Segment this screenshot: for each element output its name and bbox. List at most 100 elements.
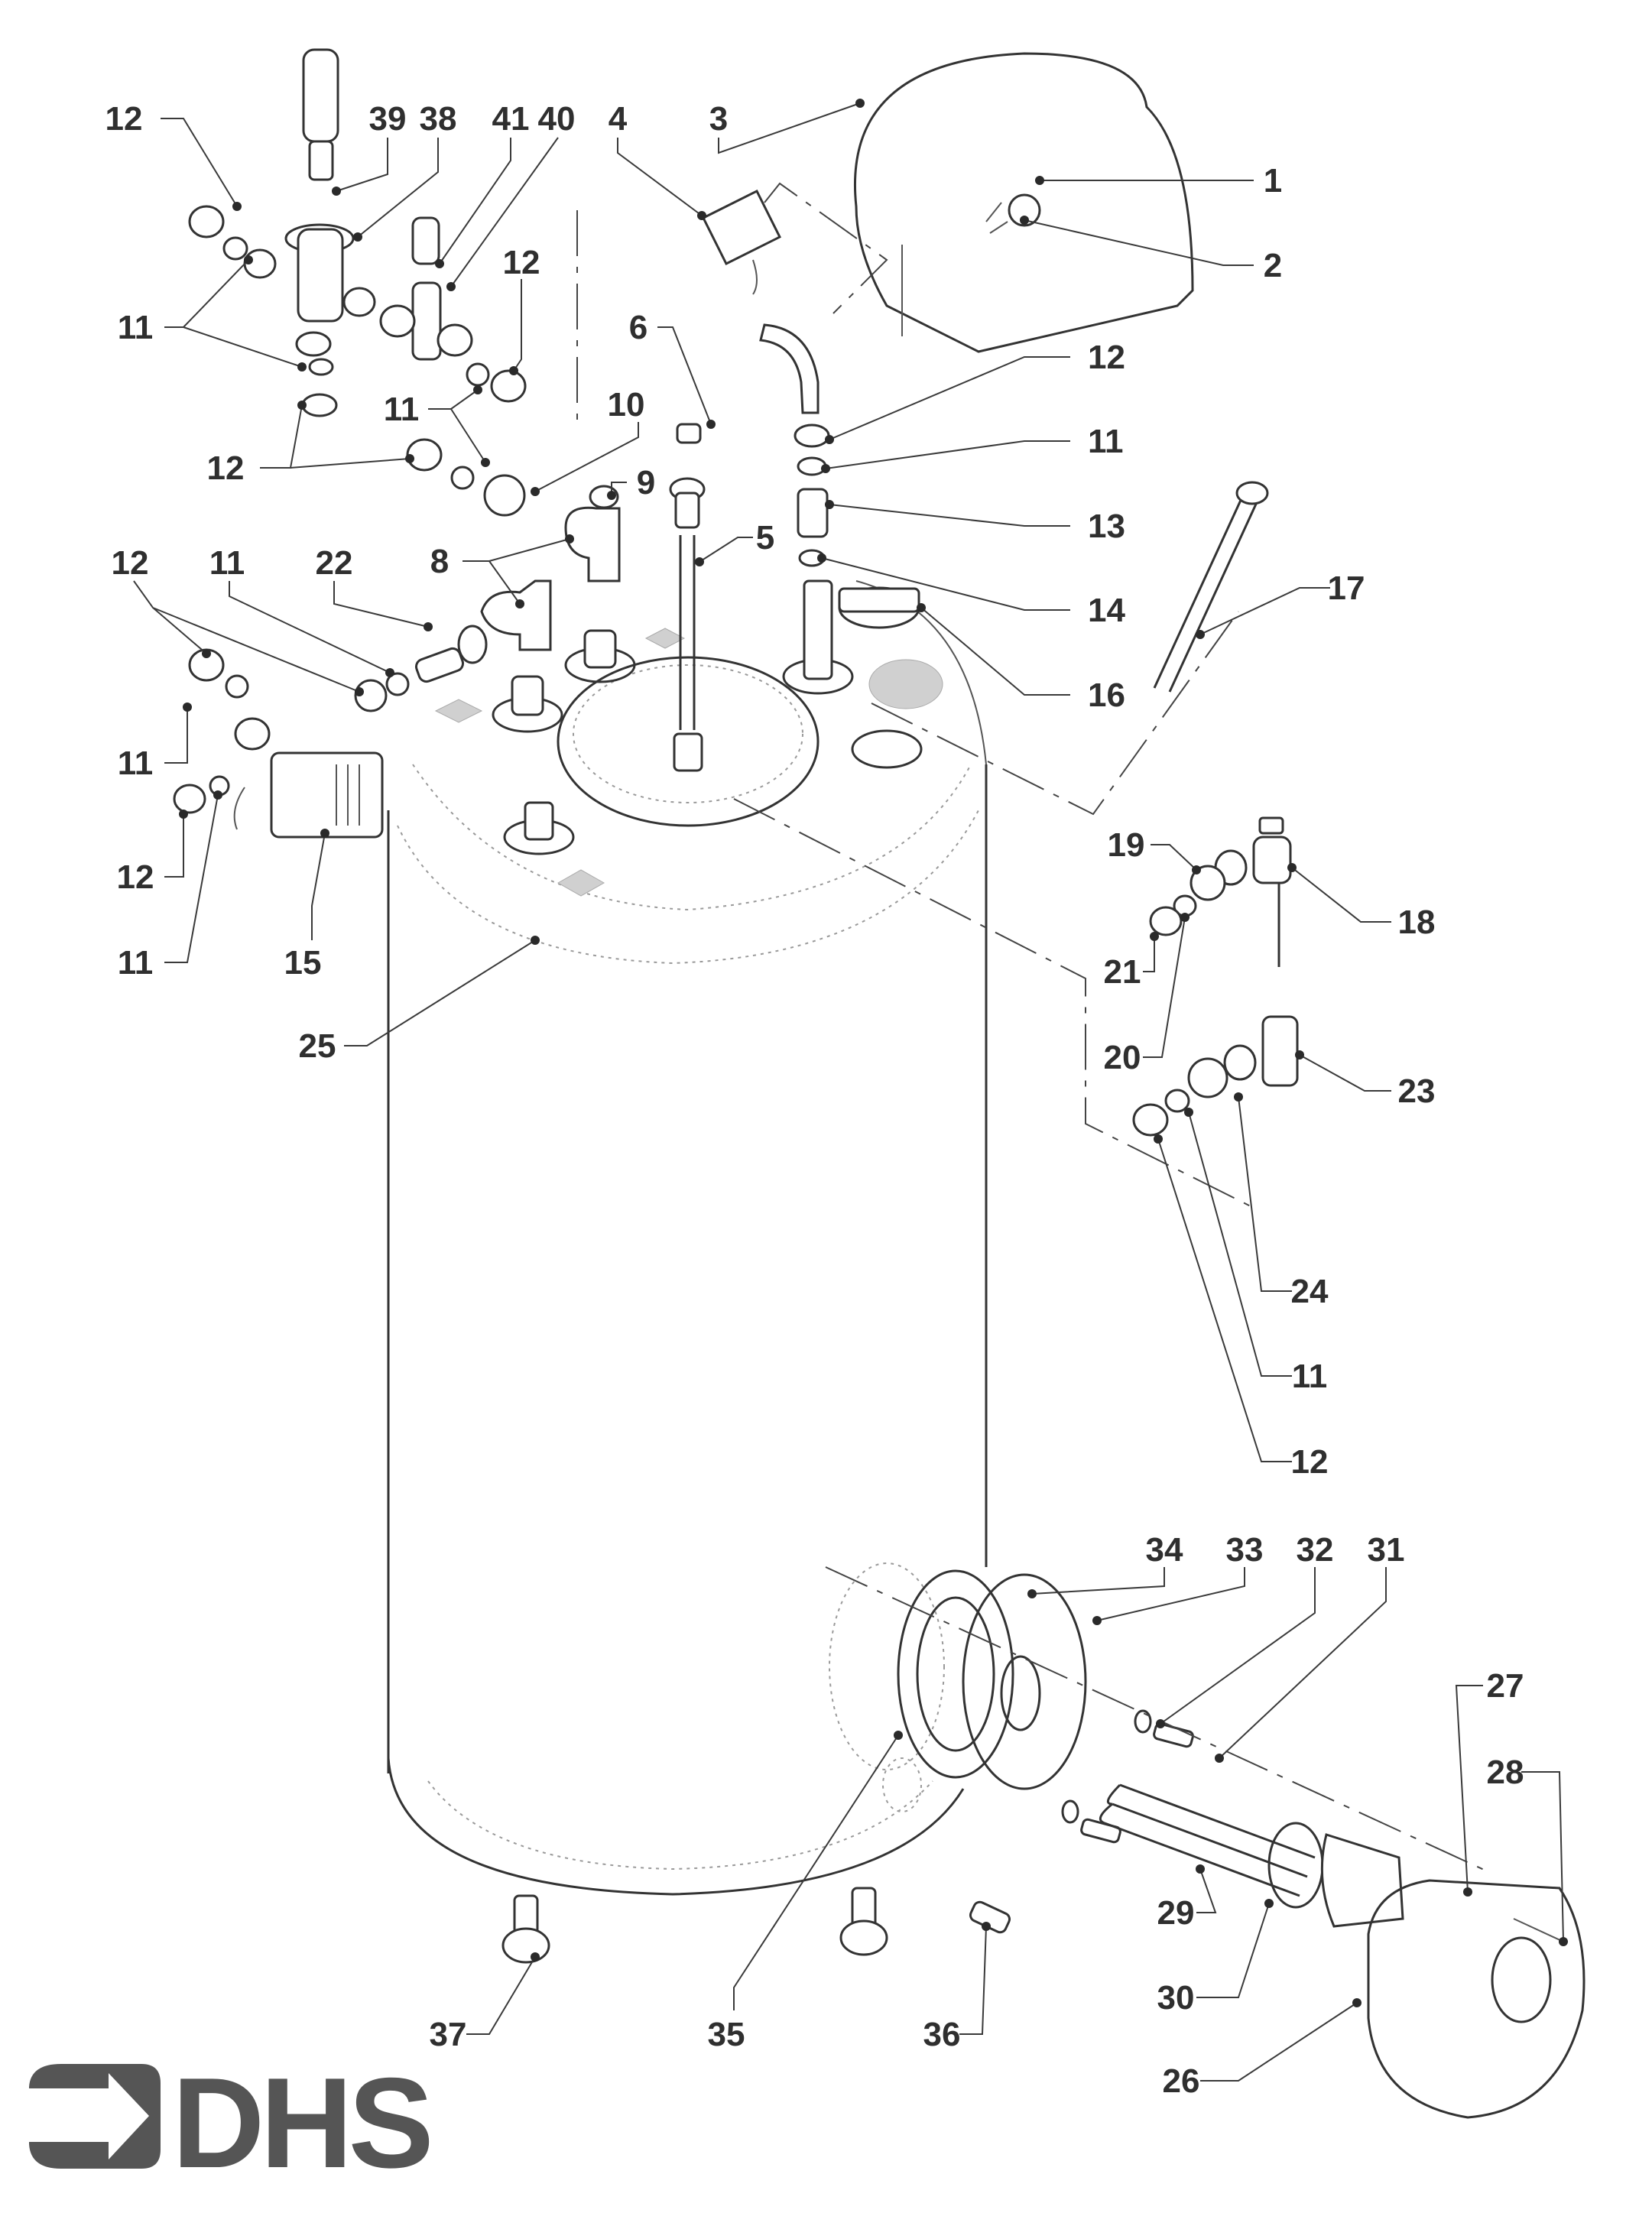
part-label: 12 [1088,339,1125,376]
anode-rod [1153,481,1269,693]
washer [1134,1709,1152,1734]
thermostat [701,189,782,295]
element-head [1320,1833,1404,1928]
nipple [483,474,526,517]
flange-plate [962,1573,1087,1790]
compression-nut [490,369,527,403]
part-label: 3 [709,100,728,138]
part-label: 11 [118,745,154,782]
part-label: 11 [118,944,154,982]
marking-diamond [434,699,483,723]
immersion-element [1099,1783,1316,1897]
arrow-bracket-icon [29,2064,161,2169]
assembly-axis [764,182,888,314]
part-label: 12 [207,449,245,487]
elbow-fitting [564,506,621,582]
part-label: 41 [492,100,530,138]
part-label: 22 [316,544,353,582]
tee-fitting [1223,1015,1299,1087]
part-label: 29 [1157,1894,1195,1932]
socket [564,629,636,683]
nut [1149,906,1183,936]
compression-nut [173,784,206,814]
assembly-axis [733,798,1254,1209]
part-label: 1 [1264,162,1282,200]
foot [501,1894,550,1964]
flange-ring [829,1562,945,1770]
connector [414,625,488,683]
socket [851,729,923,769]
compression-nut [1132,1103,1169,1137]
cylinder-body [387,579,988,1964]
olive [466,362,490,387]
part-label: 38 [420,100,457,138]
part-label: 13 [1088,508,1125,545]
cover-screw [1513,1918,1564,1942]
socket [492,675,563,733]
element-cover [1367,1879,1585,2119]
part-label: 23 [1398,1072,1436,1110]
dip-tube [669,477,706,730]
part-label: 24 [1291,1273,1329,1310]
temperature-pressure-relief-valve [1214,816,1292,967]
motorised-valve [233,717,384,839]
compression-nut [406,438,443,472]
olive [222,236,248,261]
part-label: 27 [1487,1667,1524,1705]
part-label: 33 [1226,1531,1264,1569]
compression-nut [301,393,338,417]
leader-lines [133,99,1568,2082]
dhs-logo-text: DHS [172,2051,430,2195]
part-label: 39 [369,100,407,138]
part-label: 14 [1088,592,1125,629]
compression-nut [188,205,225,238]
part-label: 16 [1088,677,1125,714]
marking-diamond [557,869,605,897]
gasket [897,1569,1014,1779]
part-label: 12 [117,858,154,896]
part-label: 19 [1108,826,1145,864]
socket [503,801,575,855]
expansion-valve [379,216,473,361]
thermostat-cover [854,52,1194,353]
part-label: 11 [1292,1358,1328,1395]
pipe-bend [759,323,820,414]
assembly-axis [825,1566,1491,1874]
marking-oval [868,659,943,709]
part-label: 12 [503,244,540,281]
part-label: 9 [637,464,655,501]
part-label: 36 [923,2016,961,2053]
part-label: 26 [1163,2062,1200,2100]
part-label: 28 [1487,1754,1524,1791]
part-label: 11 [118,309,154,346]
part-label: 10 [608,386,645,423]
elbow-fitting [480,579,552,651]
part-label: 31 [1368,1531,1405,1569]
part-label: 6 [629,309,647,346]
part-label: 18 [1398,904,1436,941]
olive [797,456,827,476]
marking-diamond [644,628,686,649]
thermostat-knob [1008,193,1041,227]
olive [225,674,249,699]
part-label: 12 [1291,1443,1329,1481]
foot [839,1887,888,1956]
part-label: 2 [1264,247,1282,284]
dhs-logo: DHS [29,2051,434,2195]
part-labels: 12 39 38 41 40 4 3 1 2 11 12 11 6 12 11 … [105,100,1524,2100]
part-label: 17 [1328,569,1365,607]
olive [1164,1089,1190,1113]
pressure-reducing-valve [243,48,376,357]
part-label: 12 [105,100,143,138]
part-label: 34 [1146,1531,1183,1569]
washer [1061,1799,1079,1824]
part-label: 11 [1088,423,1124,460]
part-label: 8 [430,543,449,580]
sensor-pocket-plug [676,423,702,444]
part-label: 15 [284,944,322,982]
part-label: 40 [538,100,576,138]
olive [450,466,475,490]
part-label: 35 [708,2016,745,2053]
part-label: 25 [299,1027,336,1065]
